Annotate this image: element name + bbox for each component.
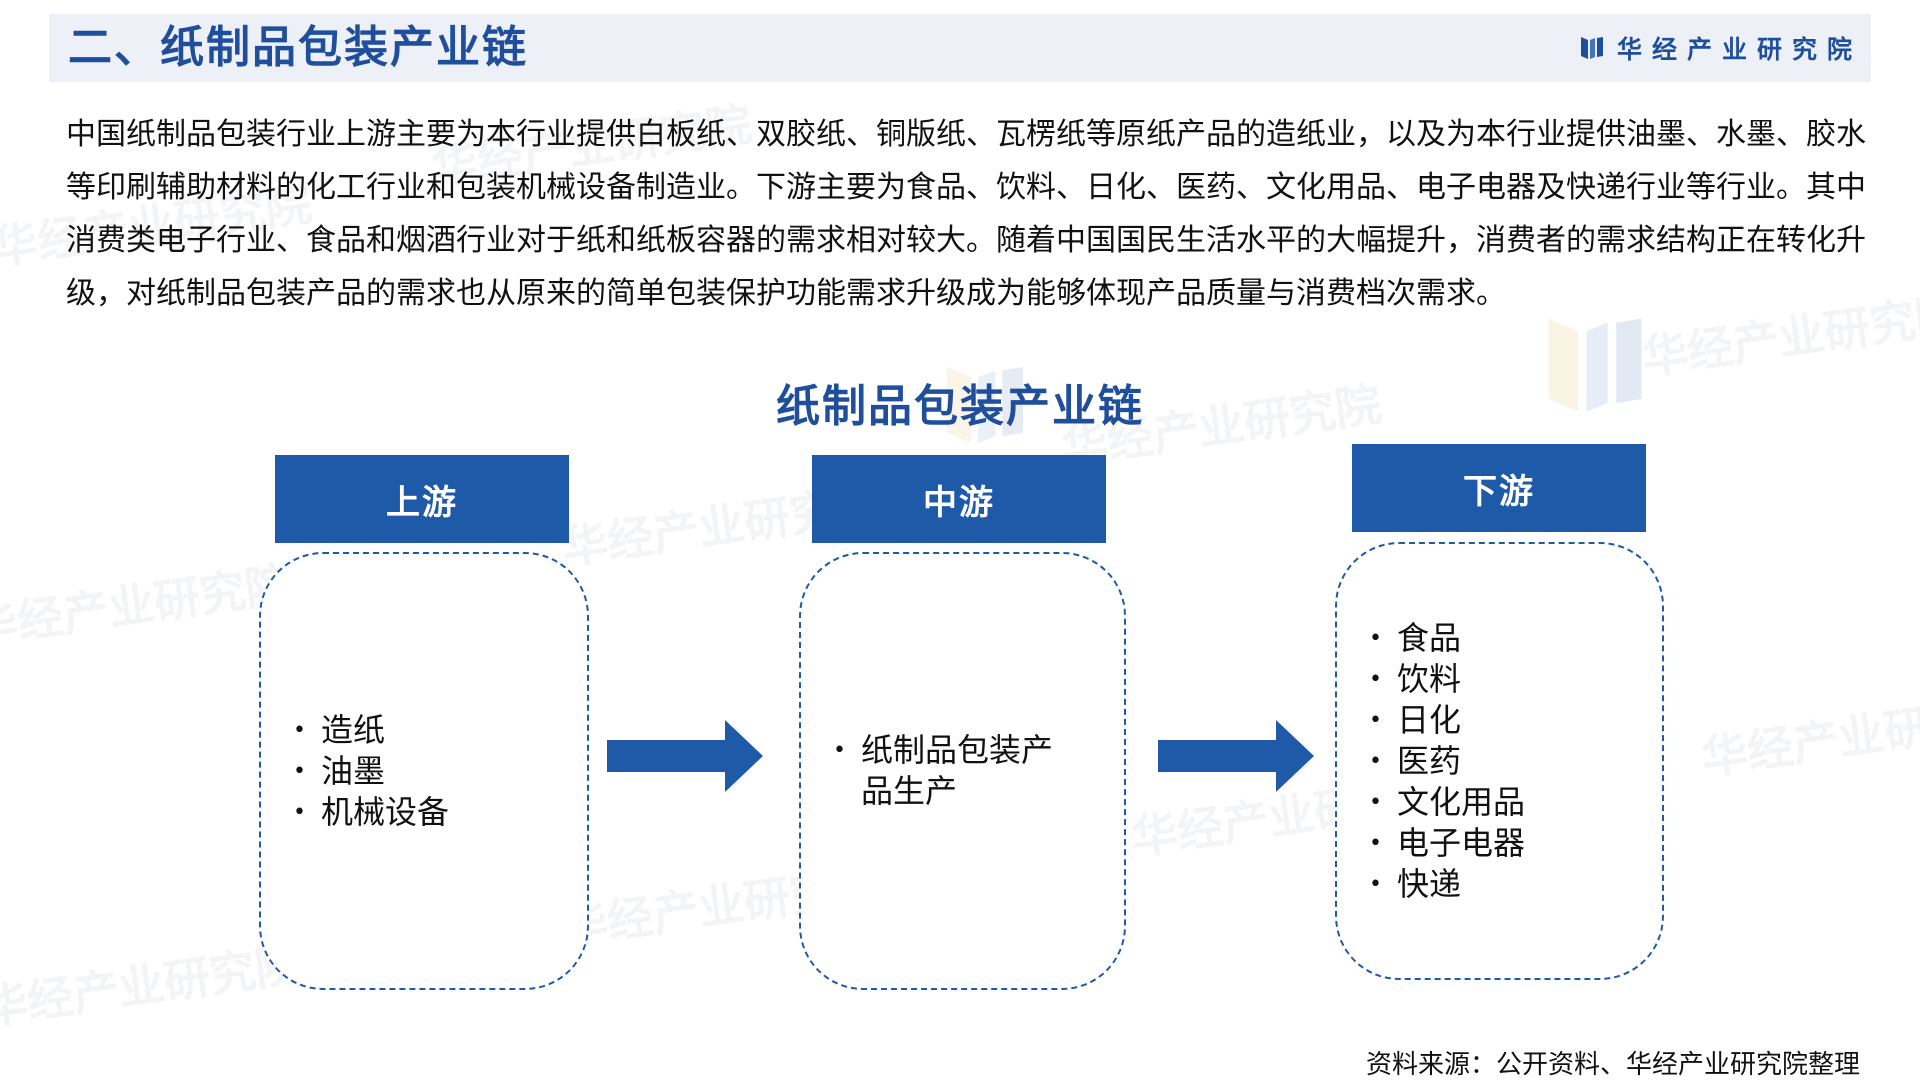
list-item: 食品 <box>1363 618 1525 659</box>
midstream-list: 纸制品包装产品生产 <box>827 730 1080 812</box>
intro-paragraph: 中国纸制品包装行业上游主要为本行业提供白板纸、双胶纸、铜版纸、瓦楞纸等原纸产品的… <box>66 117 1866 311</box>
list-item: 快递 <box>1363 864 1525 905</box>
brand-name: 华经产业研究院 <box>1616 35 1862 64</box>
flow-arrow-icon <box>607 720 763 792</box>
downstream-list: 食品 饮料 日化 医药 文化用品 电子电器 快递 <box>1363 618 1525 905</box>
watermark: 华经产业研究院 <box>0 556 295 656</box>
upstream-list: 造纸 油墨 机械设备 <box>287 710 449 833</box>
brand: 华经产业研究院 <box>1579 14 1862 82</box>
list-item: 电子电器 <box>1363 823 1525 864</box>
diagram-title: 纸制品包装产业链 <box>776 381 1144 432</box>
stage-box-downstream: 食品 饮料 日化 医药 文化用品 电子电器 快递 <box>1335 542 1664 980</box>
list-item: 文化用品 <box>1363 782 1525 823</box>
watermark: 华经产业研究院 <box>1698 686 1920 786</box>
source-note: 资料来源：公开资料、华经产业研究院整理 <box>1365 1050 1860 1080</box>
stage-header-downstream: 下游 <box>1352 444 1646 532</box>
stage-box-upstream: 造纸 油墨 机械设备 <box>259 552 589 990</box>
list-item: 机械设备 <box>287 792 449 833</box>
list-item: 医药 <box>1363 741 1525 782</box>
watermark-logo-icon <box>946 366 1024 444</box>
list-item: 饮料 <box>1363 659 1525 700</box>
header-bar <box>49 14 1871 82</box>
brand-logo-icon <box>1580 37 1603 59</box>
watermark: 华经产业研究院 <box>0 936 305 1036</box>
list-item: 油墨 <box>287 751 449 792</box>
list-item: 造纸 <box>287 710 449 751</box>
watermark-logo-icon <box>1548 318 1642 412</box>
list-item: 日化 <box>1363 700 1525 741</box>
flow-arrow-icon <box>1158 720 1314 792</box>
stage-header-upstream: 上游 <box>275 455 569 543</box>
section-title: 二、纸制品包装产业链 <box>68 22 528 73</box>
list-item: 纸制品包装产品生产 <box>827 730 1080 812</box>
stage-header-midstream: 中游 <box>812 455 1106 543</box>
stage-box-midstream: 纸制品包装产品生产 <box>799 552 1126 990</box>
